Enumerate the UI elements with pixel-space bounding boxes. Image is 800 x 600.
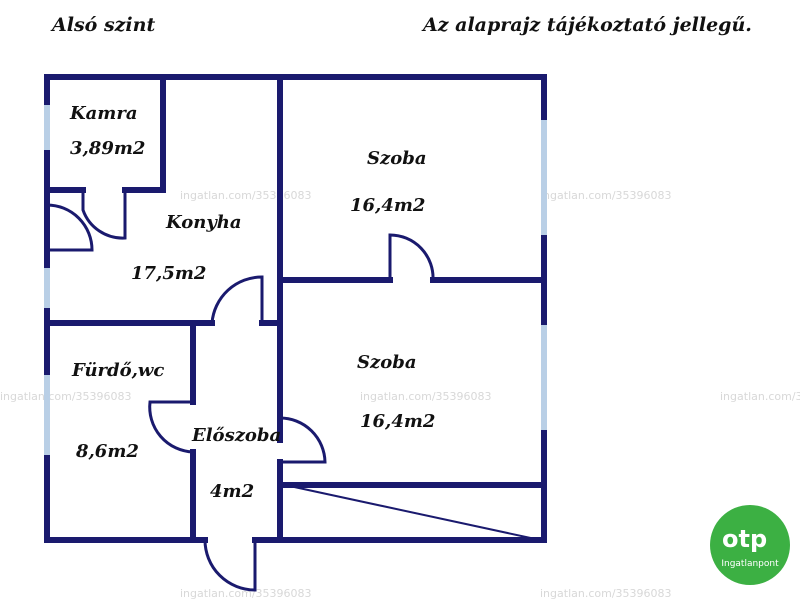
disclaimer-text: Az alaprajz tájékoztató jellegű. xyxy=(423,14,752,36)
room-name-kamra: Kamra xyxy=(69,103,138,124)
watermark: ingatlan.com/35396083 xyxy=(540,587,672,600)
room-name-konyha: Konyha xyxy=(165,212,242,233)
outer-walls xyxy=(44,74,547,543)
room-area-szoba-top: 16,4m2 xyxy=(350,195,425,216)
room-area-kamra: 3,89m2 xyxy=(70,138,145,159)
interior-walls xyxy=(44,74,547,543)
watermark: ingatlan.com/35396083 xyxy=(180,189,312,202)
room-area-konyha: 17,5m2 xyxy=(131,263,206,284)
windows xyxy=(44,105,547,455)
watermark: ingatlan.com/35396083 xyxy=(540,189,672,202)
door-entrance xyxy=(203,539,257,592)
watermarks: ingatlan.com/35396083 ingatlan.com/35396… xyxy=(0,189,800,600)
otp-logo: otp Ingatlanpont xyxy=(710,505,790,585)
door-konyha-side xyxy=(46,203,94,252)
door-kamra xyxy=(81,190,127,240)
room-area-szoba-bottom: 16,4m2 xyxy=(360,411,435,432)
door-szoba-bottom xyxy=(279,416,327,464)
floor-level-title: Alsó szint xyxy=(52,14,156,36)
logo-sub: Ingatlanpont xyxy=(721,559,779,569)
logo-brand: otp xyxy=(722,525,767,553)
watermark: ingatlan.com/35396083 xyxy=(360,390,492,403)
room-name-eloszoba: Előszoba xyxy=(191,425,281,446)
watermark: ingatlan.com/35396083 xyxy=(180,587,312,600)
room-area-eloszoba: 4m2 xyxy=(210,481,254,502)
room-name-szoba-top: Szoba xyxy=(367,148,426,169)
doors xyxy=(46,190,435,592)
room-area-furdo: 8,6m2 xyxy=(75,441,139,462)
room-name-furdo: Fürdő,wc xyxy=(71,360,164,381)
room-name-szoba-bottom: Szoba xyxy=(357,352,416,373)
room-labels: Kamra 3,89m2 Konyha 17,5m2 Szoba 16,4m2 … xyxy=(69,103,435,502)
watermark: ingatlan.com/35396083 xyxy=(0,390,132,403)
door-furdo xyxy=(148,400,194,454)
watermark: ingatlan.com/35396083 xyxy=(720,390,800,403)
door-konyha-eloszoba xyxy=(210,275,264,324)
door-szoba-top xyxy=(388,233,435,281)
